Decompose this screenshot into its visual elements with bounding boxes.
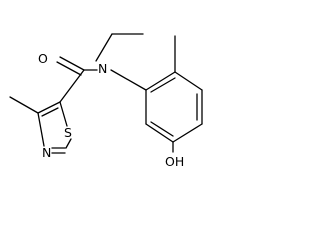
bond-benzene-c5-c6 (145, 123, 174, 143)
bond-thiazole-c5-c4 (37, 101, 61, 114)
hydroxyl-label: OH (165, 154, 184, 169)
bond-benzene-c4-c5 (172, 123, 203, 143)
bond-carbonyl-c-o (59, 56, 85, 71)
bond-thiazole-c2-s1 (65, 138, 72, 149)
bond-thiazole-c5-c4-double (41, 107, 59, 117)
bond-n-aryl (110, 69, 147, 91)
thiazole-carboxamide-structure: O N S N OH (9, 33, 203, 169)
bond-benzene-c2-c3 (174, 71, 203, 91)
bond-n-ethyl-ch2 (95, 33, 113, 62)
bond-thiazole-c4-n3 (37, 112, 45, 147)
bond-benzene-c1-c2 (145, 71, 176, 91)
sulfur-label: S (64, 125, 72, 140)
bond-thiazole-methyl (9, 96, 39, 114)
bond-carbonyl-thiazole (59, 69, 85, 103)
bond-carbonyl-c-o-double (56, 61, 82, 76)
nitrogen-amide-label: N (98, 61, 107, 76)
bond-thiazole-s1-c5 (59, 101, 68, 127)
bond-benzene-c5-c6-double (150, 121, 174, 137)
bond-benzene-c1-c2-double (150, 77, 176, 93)
nitrogen-ring-label: N (42, 145, 51, 160)
oxygen-carbonyl-label: O (38, 51, 48, 66)
